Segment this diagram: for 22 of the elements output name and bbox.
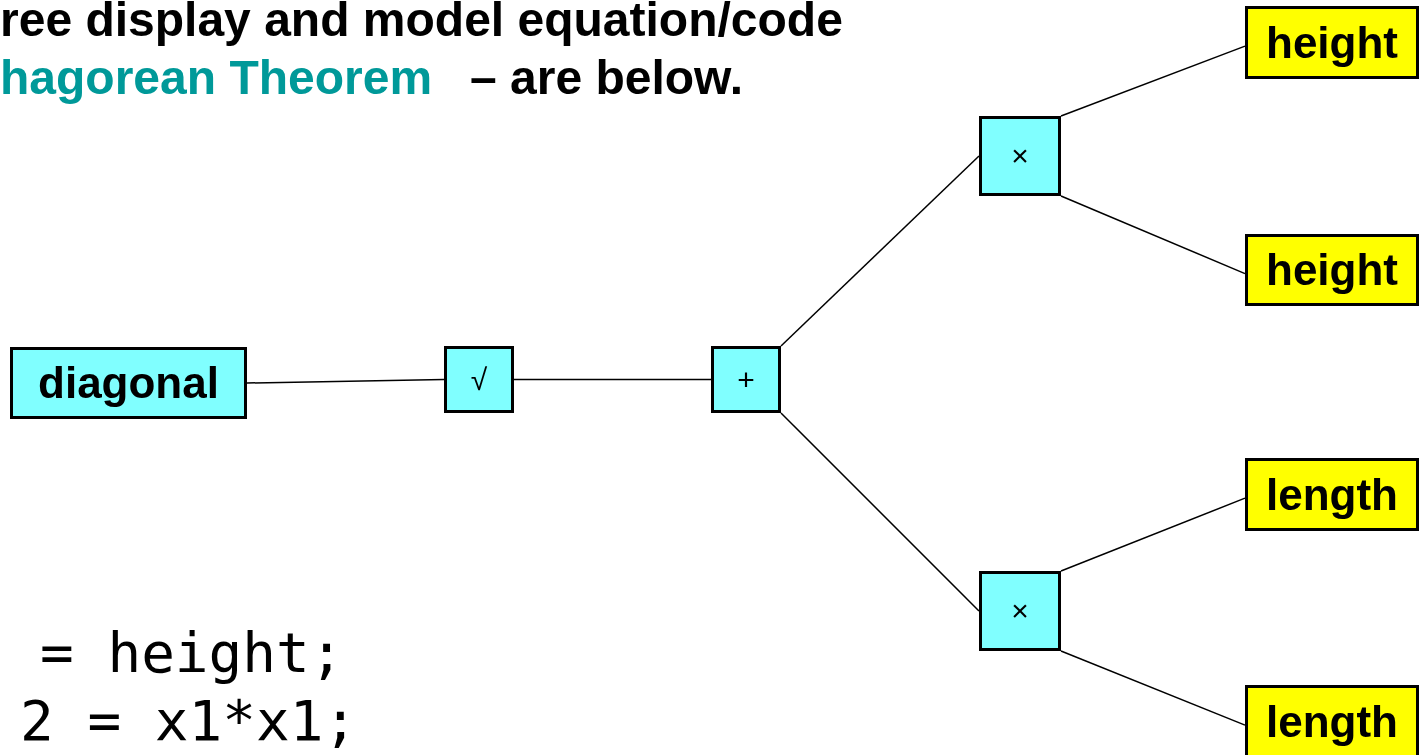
connector-line xyxy=(1060,195,1246,275)
variable-box: length xyxy=(1245,458,1419,531)
operator-box: √ xyxy=(444,346,514,413)
variable-box: length xyxy=(1245,685,1419,755)
connector-line xyxy=(1060,650,1246,726)
heading-text: ree display and model equation/code xyxy=(0,0,843,47)
code-line: 2 = x1*x1; xyxy=(20,688,358,753)
variable-box: height xyxy=(1245,6,1419,79)
connector-line xyxy=(513,378,712,381)
heading-text: hagorean Theorem xyxy=(0,50,433,105)
variable-box: height xyxy=(1245,234,1419,306)
connector-line xyxy=(246,378,445,384)
connector-line xyxy=(780,155,980,347)
operator-box: + xyxy=(711,346,781,413)
connector-line xyxy=(1060,45,1246,117)
operator-box: × xyxy=(979,116,1061,196)
code-line: = height; xyxy=(40,620,344,685)
connector-line xyxy=(780,412,980,612)
connector-line xyxy=(1060,497,1246,572)
variable-box: diagonal xyxy=(10,347,247,419)
operator-box: × xyxy=(979,571,1061,651)
heading-text: – are below. xyxy=(470,50,743,105)
